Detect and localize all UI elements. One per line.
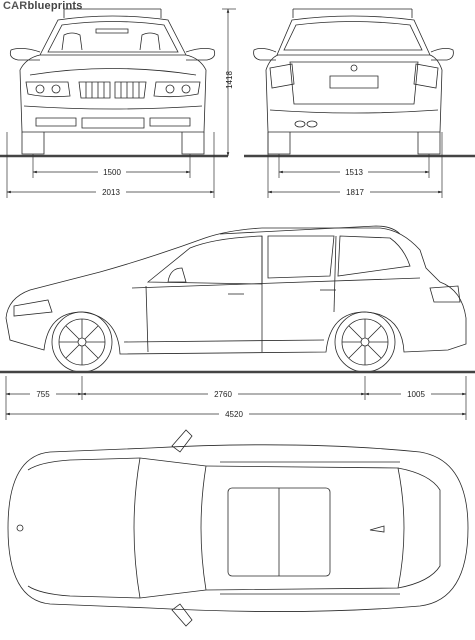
rear-view — [253, 8, 454, 155]
top-view — [7, 429, 469, 627]
watermark-logo-part1: CAR — [3, 0, 28, 12]
front-width-label: 2013 — [102, 188, 120, 197]
rear-track-label: 1513 — [345, 168, 363, 177]
front-overhang-label: 755 — [36, 390, 50, 399]
height-label: 1418 — [225, 71, 234, 89]
front-view — [9, 8, 216, 155]
front-track-label: 1500 — [103, 168, 121, 177]
side-view — [5, 225, 467, 373]
length-label: 4520 — [225, 410, 243, 419]
ground-lines — [0, 154, 475, 374]
rear-overhang-label: 1005 — [407, 390, 425, 399]
wheelbase-label: 2760 — [214, 390, 232, 399]
rear-width-label: 1817 — [346, 188, 364, 197]
dimension-lines — [5, 8, 467, 420]
